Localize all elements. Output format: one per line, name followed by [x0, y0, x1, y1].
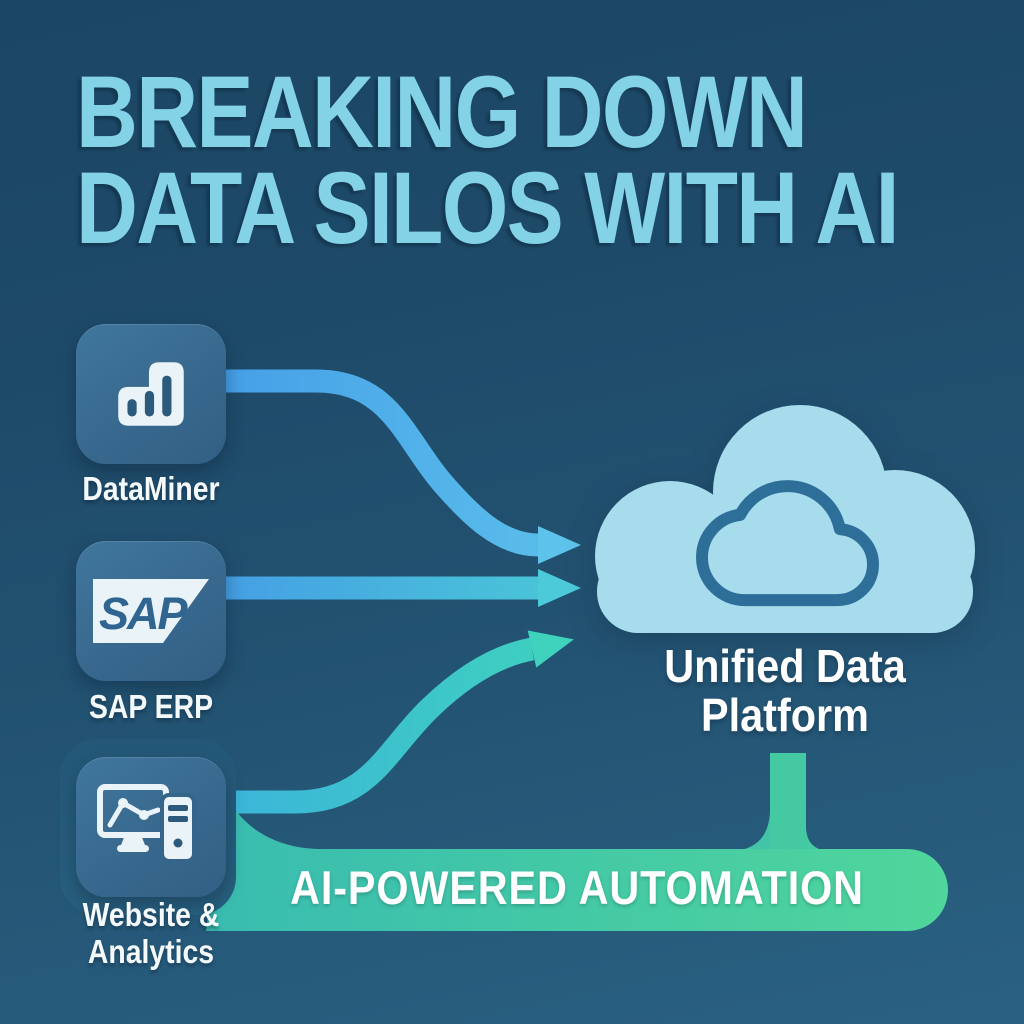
source-tile-website	[76, 757, 226, 897]
flow-arrow-dataminer-icon	[226, 369, 581, 564]
flow-arrow-website-icon	[226, 630, 574, 814]
flow-arrow-sap-icon	[226, 569, 581, 607]
sap-logo-text: SAP	[99, 588, 189, 639]
page-title: BREAKING DOWN DATA SILOS WITH AI	[76, 55, 899, 265]
destination-label-line-1: Unified Data	[664, 640, 906, 692]
cloud-to-banner-connector	[732, 753, 828, 853]
automation-banner-band	[206, 790, 948, 931]
source-label-sap: SAP ERP	[88, 688, 214, 725]
destination-label-line-2: Platform	[701, 689, 869, 741]
bar-chart-icon	[118, 362, 184, 426]
source-label-dataminer: DataMiner	[82, 470, 220, 507]
source-label-website: Website & Analytics	[56, 896, 245, 970]
automation-banner-label: AI-POWERED AUTOMATION	[290, 861, 864, 914]
sap-logo-icon: SAP	[93, 579, 209, 643]
source-tile-sap: SAP	[76, 541, 226, 681]
destination-label: Unified Data Platform	[632, 642, 938, 740]
page-title-line-1: BREAKING DOWN	[76, 55, 808, 169]
source-label-website-line-2: Analytics	[87, 933, 215, 970]
monitor-analytics-icon	[97, 784, 196, 863]
page-title-line-2: DATA SILOS WITH AI	[76, 151, 899, 265]
source-label-website-line-1: Website &	[82, 896, 220, 933]
cloud-inner-outline-icon	[696, 480, 879, 607]
source-tile-dataminer	[76, 324, 226, 464]
